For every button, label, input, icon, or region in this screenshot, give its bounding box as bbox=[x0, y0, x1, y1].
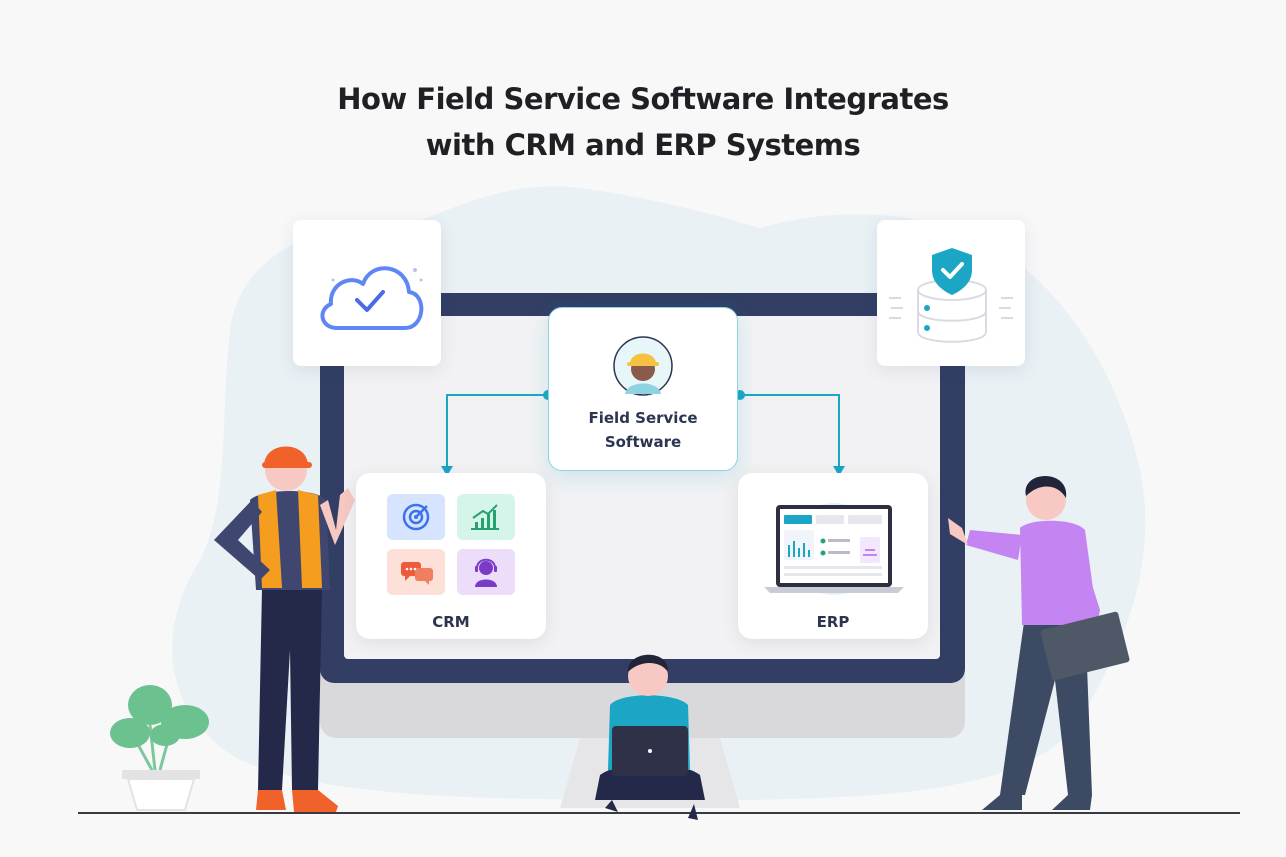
arrow-erp bbox=[833, 466, 845, 476]
connector-lines bbox=[446, 394, 840, 468]
hub-label-line-2: Software bbox=[604, 433, 682, 451]
arrow-crm bbox=[441, 466, 453, 476]
erp-label: ERP bbox=[816, 613, 850, 631]
seated-person-figure bbox=[595, 654, 705, 820]
growth-chart-tile bbox=[457, 494, 515, 540]
connector-to-crm bbox=[446, 394, 548, 468]
hub-label-line-1: Field Service bbox=[588, 409, 698, 427]
target-icon bbox=[402, 503, 430, 531]
chat-icon bbox=[401, 562, 433, 585]
chat-icon-tile bbox=[387, 549, 445, 595]
diagram-title: How Field Service Software Integrates wi… bbox=[0, 76, 1286, 168]
crm-label: CRM bbox=[432, 613, 470, 631]
worker-figure bbox=[214, 446, 355, 812]
title-line-1: How Field Service Software Integrates bbox=[337, 82, 949, 116]
growth-chart-icon bbox=[471, 504, 499, 530]
crm-card[interactable]: CRM bbox=[356, 473, 546, 639]
connector-to-erp bbox=[740, 394, 840, 468]
presenter-figure bbox=[948, 476, 1130, 810]
support-agent-icon bbox=[475, 558, 497, 587]
erp-card[interactable]: ERP bbox=[738, 473, 928, 639]
field-service-software-card[interactable]: Field Service Software bbox=[548, 307, 738, 471]
title-line-2: with CRM and ERP Systems bbox=[425, 128, 861, 162]
laptop-dashboard-icon bbox=[764, 503, 904, 595]
security-card bbox=[877, 220, 1025, 366]
support-agent-tile bbox=[457, 549, 515, 595]
cloud-check-icon bbox=[320, 266, 424, 330]
cloud-card bbox=[293, 220, 441, 366]
technician-avatar-icon bbox=[613, 336, 673, 396]
database-shield-icon bbox=[889, 248, 1013, 343]
target-icon-tile bbox=[387, 494, 445, 540]
plant-decoration bbox=[110, 685, 209, 811]
hub-label: Field Service Software bbox=[549, 406, 737, 454]
